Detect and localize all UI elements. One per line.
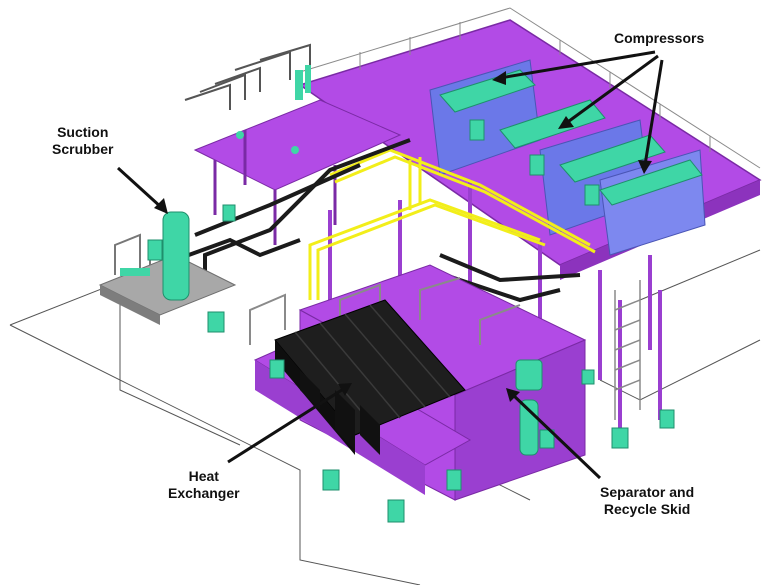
arrow-compressor-1 — [499, 50, 656, 80]
compressor-units — [439, 69, 703, 206]
upper-left-platform — [184, 43, 402, 245]
arrow-separator — [510, 392, 602, 480]
arrow-compressor-3 — [643, 59, 664, 166]
ladder — [614, 280, 641, 420]
label-suction-scrubber: Suction Scrubber — [52, 124, 113, 158]
label-sep-line2: Recycle Skid — [603, 501, 691, 517]
arrow-compressor-2 — [564, 54, 659, 126]
heat-exchanger — [274, 299, 466, 455]
arrow-heat-exchanger — [227, 386, 346, 464]
green-footings — [207, 204, 675, 523]
label-heat-line2: Exchanger — [168, 485, 240, 501]
arrow-heads — [154, 71, 652, 402]
label-heat-line1: Heat — [188, 468, 219, 484]
label-sep-line1: Separator and — [600, 484, 695, 500]
label-compressors: Compressors — [614, 30, 704, 47]
suction-scrubber-skid — [98, 211, 237, 325]
label-compressors-text: Compressors — [614, 30, 705, 46]
annotation-arrows — [116, 50, 664, 480]
label-heat-exchanger: Heat Exchanger — [168, 468, 240, 502]
label-suction-line1: Suction — [57, 124, 109, 140]
label-separator-skid: Separator and Recycle Skid — [600, 484, 694, 518]
label-suction-line2: Scrubber — [52, 141, 114, 157]
arrow-suction-scrubber — [116, 166, 164, 210]
yellow-pipe-rack — [308, 148, 596, 300]
